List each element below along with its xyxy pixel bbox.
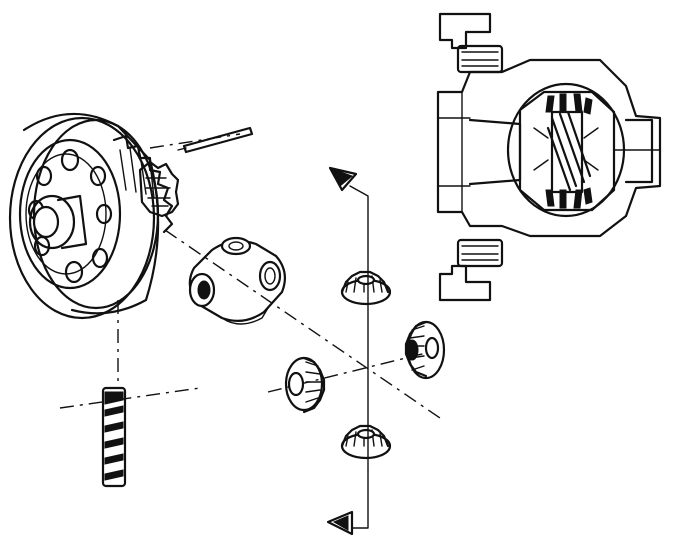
pinion-shaft: [101, 386, 127, 488]
pinion-gear-bottom: [340, 424, 392, 460]
side-gear-left: [284, 356, 326, 414]
pinion-gear-top: [340, 270, 392, 306]
pinion-shaft-pin: [177, 126, 254, 154]
spider-block: [188, 236, 287, 325]
assembled-differential-section: [436, 12, 662, 302]
assembly-arrow-down: [326, 469, 369, 536]
assembly-arrow-up: [328, 166, 369, 471]
drive-pinion: [138, 160, 180, 218]
ring-gear-teeth: [112, 134, 174, 234]
side-gear-right: [404, 320, 446, 380]
center-lines: [59, 133, 441, 419]
ring-gear-carrier: [8, 112, 180, 320]
